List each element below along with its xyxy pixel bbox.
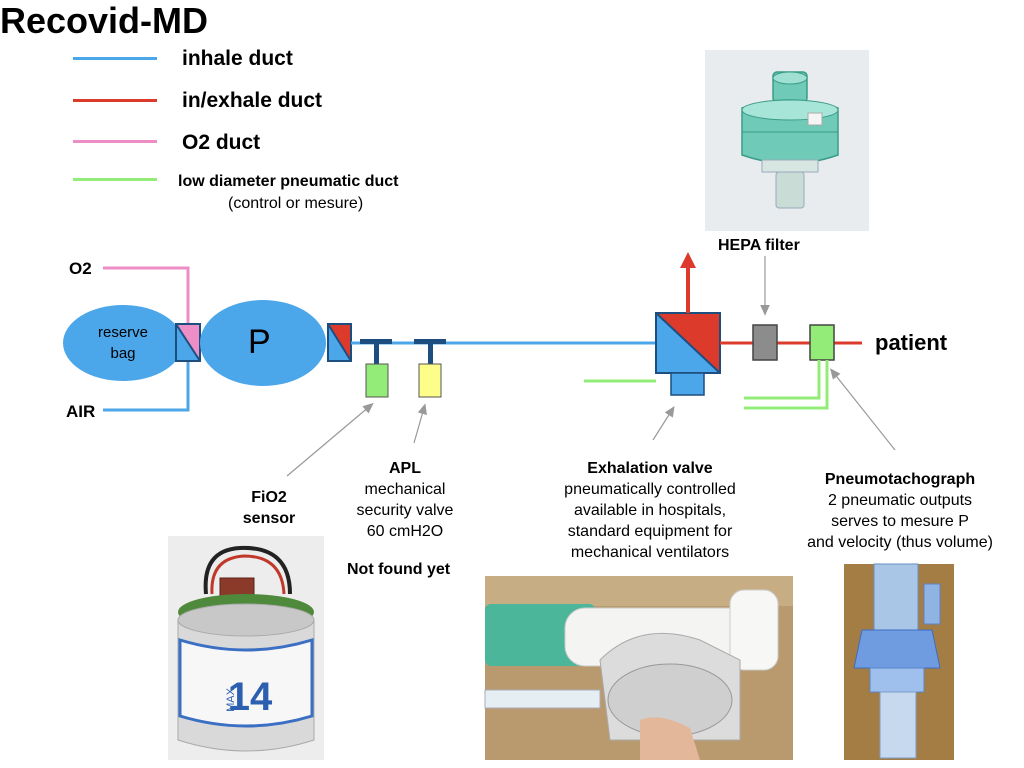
exhalation-pointer bbox=[652, 405, 675, 441]
reserve-bag-label-line2: bag bbox=[110, 345, 136, 362]
apl-line-3: 60 cmH2O bbox=[366, 523, 444, 540]
fio2-sensor-box bbox=[365, 363, 389, 398]
exhalation-description: Exhalation valve pneumatically controlle… bbox=[540, 458, 760, 563]
hepa-filter-label: HEPA filter bbox=[718, 237, 800, 254]
pneumotachograph-box bbox=[809, 324, 835, 361]
exhalation-line-2: available in hospitals, bbox=[573, 502, 727, 519]
legend-swatch-pneumatic bbox=[73, 178, 157, 181]
air-duct bbox=[103, 361, 190, 412]
exhalation-line-1: pneumatically controlled bbox=[564, 481, 736, 498]
fio2-photo-brand: MAX bbox=[225, 687, 237, 712]
o2-duct bbox=[103, 266, 190, 327]
legend-sublabel-pneumatic: (control or mesure) bbox=[228, 195, 364, 212]
legend-label-o2: O2 duct bbox=[182, 131, 261, 154]
pneumotach-line-3: and velocity (thus volume) bbox=[807, 534, 993, 551]
hepa-filter-photo bbox=[705, 50, 869, 231]
pneumotach-title: Pneumotachograph bbox=[824, 471, 976, 488]
apl-valve-box bbox=[418, 363, 442, 398]
apl-description: APL mechanical security valve 60 cmH2O bbox=[340, 458, 470, 542]
exhalation-title: Exhalation valve bbox=[587, 460, 713, 477]
exhalation-line-4: mechanical ventilators bbox=[570, 544, 730, 561]
apl-title: APL bbox=[389, 460, 421, 477]
pneumotach-pointer bbox=[830, 368, 896, 451]
pump bbox=[200, 300, 326, 386]
legend-label-in-exhale: in/exhale duct bbox=[182, 89, 323, 112]
mixing-valve bbox=[175, 323, 201, 362]
pneumotach-output-2 bbox=[744, 360, 829, 410]
hepa-filter-box bbox=[752, 324, 778, 361]
pneumotachograph-photo bbox=[844, 563, 954, 760]
exhalation-line-3: standard equipment for bbox=[567, 523, 733, 540]
fio2-label-line1: FiO2 bbox=[251, 489, 287, 506]
exhalation-valve-photo bbox=[484, 576, 793, 760]
apl-line-1: mechanical bbox=[364, 481, 446, 498]
fio2-pointer bbox=[286, 402, 374, 477]
diagram-title: Recovid-MD bbox=[0, 0, 209, 41]
legend-label-pneumatic: low diameter pneumatic duct bbox=[178, 173, 399, 190]
pneumotach-output-1 bbox=[744, 360, 821, 400]
fio2-label-line2: sensor bbox=[242, 510, 296, 527]
pump-outlet-valve bbox=[327, 323, 352, 362]
legend-label-inhale: inhale duct bbox=[182, 47, 293, 70]
apl-note: Not found yet bbox=[347, 561, 451, 578]
air-input-label: AIR bbox=[66, 402, 96, 421]
apl-t-connector bbox=[414, 339, 446, 364]
exhalation-valve bbox=[655, 312, 721, 396]
apl-line-2: security valve bbox=[356, 502, 454, 519]
pump-label: P bbox=[248, 323, 271, 361]
reserve-bag-label: reserve bag bbox=[83, 322, 163, 364]
legend-swatch-inhale bbox=[73, 57, 157, 60]
fio2-label: FiO2 sensor bbox=[222, 487, 316, 529]
legend-swatch-o2 bbox=[73, 140, 157, 143]
pneumotach-line-2: serves to mesure P bbox=[831, 513, 969, 530]
apl-pointer bbox=[413, 403, 427, 444]
exhaust-arrow bbox=[680, 252, 696, 313]
fio2-sensor-photo: 14 MAX bbox=[168, 536, 324, 760]
pneumotach-description: Pneumotachograph 2 pneumatic outputs ser… bbox=[790, 469, 1010, 553]
reserve-bag bbox=[63, 305, 183, 381]
reserve-bag-label-line1: reserve bbox=[97, 324, 149, 341]
pneumotach-line-1: 2 pneumatic outputs bbox=[827, 492, 973, 509]
fio2-t-connector bbox=[360, 339, 392, 364]
o2-input-label: O2 bbox=[69, 259, 92, 278]
fio2-photo-number: 14 bbox=[228, 675, 273, 719]
patient-label: patient bbox=[875, 330, 948, 355]
legend-swatch-in-exhale bbox=[73, 99, 157, 102]
